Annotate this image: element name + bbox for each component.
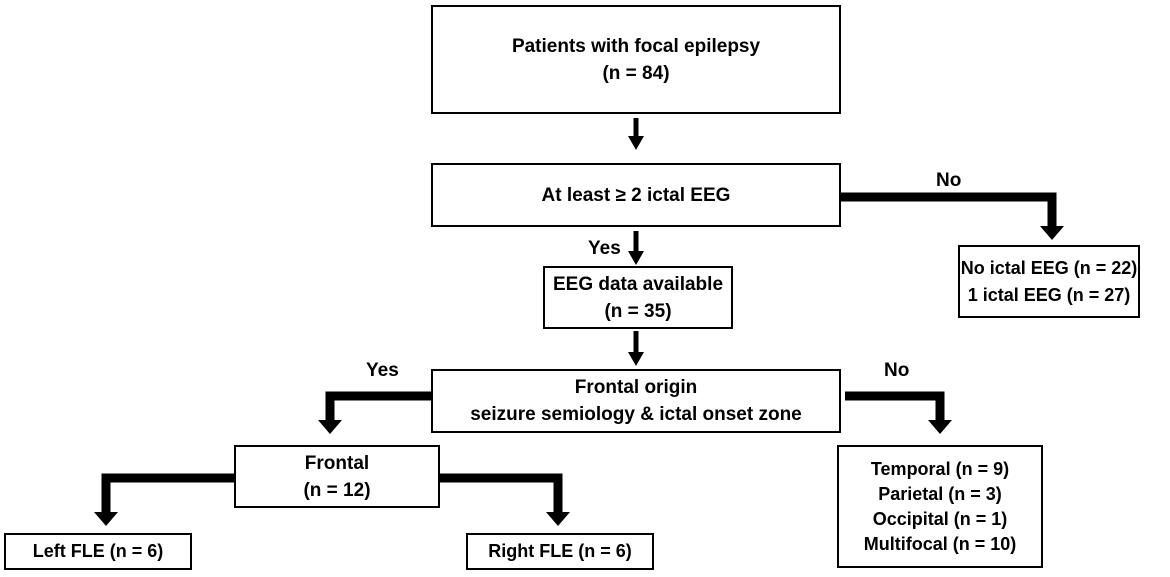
parietal-count: Parietal (n = 3) — [878, 483, 1002, 504]
patients-title: Patients with focal epilepsy — [511, 35, 761, 57]
left-fle-count: Left FLE (n = 6) — [32, 541, 164, 561]
arrow-frontal-to-left-fle — [94, 473, 235, 526]
right-fle-box: Right FLE (n = 6) — [466, 533, 654, 570]
occipital-count: Occipital (n = 1) — [872, 508, 1008, 529]
label-no-ictal: No — [936, 170, 962, 191]
frontal-origin-subtitle: seizure semiology & ictal onset zone — [470, 404, 802, 425]
frontal-box: Frontal (n = 12) — [234, 445, 440, 508]
arrow-eeg-available-to-frontal-origin — [628, 331, 644, 366]
frontal-count: (n = 12) — [303, 479, 371, 501]
patients-box: Patients with focal epilepsy (n = 84) — [431, 5, 841, 114]
arrow-patients-to-ictal-eeg — [628, 118, 644, 150]
arrow-frontal-to-right-fle — [439, 473, 570, 526]
eeg-available-title: EEG data available — [552, 273, 724, 295]
frontal-origin-title: Frontal origin — [574, 377, 698, 398]
arrow-ictal-eeg-to-excluded — [840, 192, 1064, 240]
frontal-title: Frontal — [304, 452, 370, 474]
label-no-frontal: No — [884, 360, 910, 381]
label-yes-frontal: Yes — [366, 360, 399, 381]
eeg-available-count: (n = 35) — [604, 300, 672, 322]
frontal-origin-box: Frontal origin seizure semiology & ictal… — [431, 369, 841, 433]
excluded-box: No ictal EEG (n = 22) 1 ictal EEG (n = 2… — [958, 245, 1140, 318]
arrow-frontal-origin-to-frontal — [318, 391, 432, 434]
patients-count: (n = 84) — [602, 62, 670, 84]
other-origin-box: Temporal (n = 9) Parietal (n = 3) Occipi… — [837, 445, 1043, 568]
ictal-eeg-box: At least ≥ 2 ictal EEG — [431, 163, 841, 227]
label-yes-ictal: Yes — [588, 238, 621, 259]
one-ictal-eeg-count: 1 ictal EEG (n = 27) — [967, 284, 1131, 305]
eeg-available-box: EEG data available (n = 35) — [543, 266, 733, 329]
no-ictal-eeg-count: No ictal EEG (n = 22) — [960, 257, 1138, 278]
left-fle-box: Left FLE (n = 6) — [4, 533, 192, 570]
multifocal-count: Multifocal (n = 10) — [863, 533, 1017, 554]
temporal-count: Temporal (n = 9) — [870, 458, 1010, 479]
arrow-ictal-eeg-to-eeg-available — [628, 231, 644, 265]
ictal-eeg-text: At least ≥ 2 ictal EEG — [541, 184, 731, 206]
right-fle-count: Right FLE (n = 6) — [488, 541, 632, 561]
arrow-frontal-origin-to-other — [845, 391, 952, 434]
